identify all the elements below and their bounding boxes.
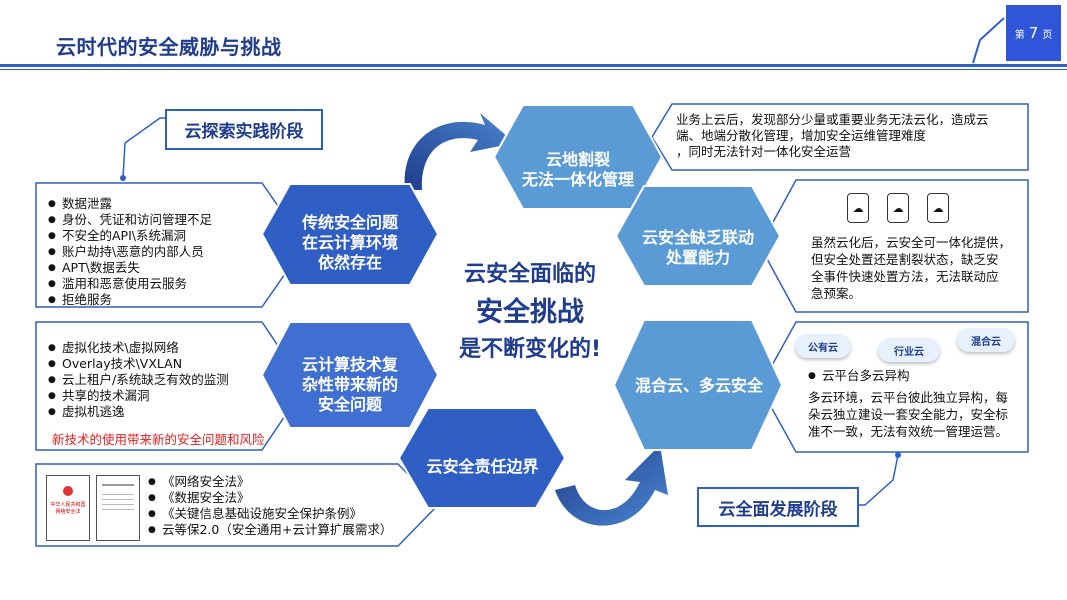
hybrid-desc-line2: 朵云独立建设一套安全能力，安全标 xyxy=(808,407,1009,422)
list-item: 虚拟机逃逸 xyxy=(48,404,229,420)
hex-traditional-line1: 传统安全问题 xyxy=(301,213,398,232)
list-item: 《关键信息基础设施安全保护条例》 xyxy=(148,506,392,522)
linkage-description: 虽然云化后，云安全可一体化提供， 但安全处置还是割裂状态，缺乏安 全事件快速处置… xyxy=(811,234,1011,302)
public-cloud-icon: 公有云 xyxy=(795,334,851,358)
list-item: 数据泄露 xyxy=(48,196,212,212)
device-cloud-icon: ☁ xyxy=(927,193,949,223)
complexity-issue-list: 虚拟化技术\虚拟网络 Overlay技术\VXLAN 云上租户/系统缺乏有效的监… xyxy=(48,340,229,420)
hex-responsibility xyxy=(397,407,567,509)
list-item: 拒绝服务 xyxy=(48,292,212,308)
hex-traditional-text: 传统安全问题 在云计算环境 依然存在 xyxy=(268,213,432,273)
header-divider xyxy=(0,64,1067,67)
hex-split-line2: 无法一体化管理 xyxy=(521,170,634,189)
list-item: 《网络安全法》 xyxy=(148,474,392,490)
header-divider-thin xyxy=(0,69,1067,70)
hex-linkage-line1: 云安全缺乏联动 xyxy=(641,228,754,247)
hex-traditional-line2: 在云计算环境 xyxy=(301,233,398,252)
hex-hybrid-text: 混合云、多云安全 xyxy=(634,376,763,395)
hex-complexity-line1: 云计算技术复 xyxy=(301,355,398,374)
device-cloud-icon: ☁ xyxy=(847,193,869,223)
hex-complexity-line3: 安全问题 xyxy=(317,395,382,414)
hex-traditional-line3: 依然存在 xyxy=(317,253,382,272)
page-number: 7 xyxy=(1028,24,1039,42)
hex-responsibility-text: 云安全责任边界 xyxy=(426,457,539,476)
linkage-desc-line4: 急预案。 xyxy=(811,286,862,301)
list-item: 云上租户/系统缺乏有效的监测 xyxy=(48,372,229,388)
top-curved-arrow xyxy=(404,113,515,190)
split-desc-line2: 端、地端分散化管理，增加安全运维管理难度 xyxy=(676,128,927,143)
stage-explore-label: 云探索实践阶段 xyxy=(165,109,323,150)
hex-hybrid xyxy=(612,319,784,451)
header-corner-decoration xyxy=(972,17,1005,64)
list-item: 虚拟化技术\虚拟网络 xyxy=(48,340,229,356)
hex-split-line1: 云地割裂 xyxy=(545,150,610,169)
bottom-curved-arrow xyxy=(555,445,668,526)
split-description: 业务上云后，发现部分少量或重要业务无法云化，造成云 端、地端分散化管理，增加安全… xyxy=(676,112,989,160)
hybrid-desc-line3: 准不一致，无法有效统一管理运营。 xyxy=(808,424,1009,439)
regulation-document-image xyxy=(96,475,140,541)
develop-connector xyxy=(858,454,899,506)
complexity-risk-note: 新技术的使用带来新的安全问题和风险 xyxy=(52,432,265,447)
list-item: 身份、凭证和访问管理不足 xyxy=(48,212,212,228)
list-item: 云平台多云异构 xyxy=(808,368,910,384)
page-number-badge: 第 7 页 xyxy=(1006,5,1061,61)
hex-linkage-text: 云安全缺乏联动 处置能力 xyxy=(620,228,776,268)
device-cloud-icon: ☁ xyxy=(887,193,909,223)
list-item: 《数据安全法》 xyxy=(148,490,392,506)
hybrid-bullet-list: 云平台多云异构 xyxy=(808,368,910,384)
list-item: 云等保2.0（安全通用+云计算扩展需求） xyxy=(148,522,392,538)
page-suffix: 页 xyxy=(1042,29,1053,41)
linkage-desc-line1: 虽然云化后，云安全可一体化提供， xyxy=(811,235,1012,250)
linkage-desc-line2: 但安全处置还是割裂状态，缺乏安 xyxy=(811,252,999,267)
list-item: 账户劫持\恶意的内部人员 xyxy=(48,244,212,260)
hex-complexity xyxy=(260,321,440,429)
split-desc-line3: ，同时无法针对一体化安全运营 xyxy=(676,144,852,159)
split-desc-line1: 业务上云后，发现部分少量或重要业务无法云化，造成云 xyxy=(676,112,989,127)
center-line1: 云安全面临的 xyxy=(463,262,596,287)
linkage-desc-line3: 全事件快速处置方法，无法联动应 xyxy=(811,269,999,284)
hybrid-cloud-icon: 混合云 xyxy=(957,328,1015,352)
list-item: 滥用和恶意使用云服务 xyxy=(48,276,212,292)
center-line3: 是不断变化的! xyxy=(458,337,602,362)
hex-linkage xyxy=(614,185,782,287)
page-prefix: 第 xyxy=(1014,29,1025,41)
center-line2: 安全挑战 xyxy=(476,297,584,328)
doc-title-line1: 中华人民共和国 xyxy=(50,502,86,508)
page-title: 云时代的安全威胁与挑战 xyxy=(56,35,282,59)
traditional-threat-list: 数据泄露 身份、凭证和访问管理不足 不安全的API\系统漏洞 账户劫持\恶意的内… xyxy=(48,196,212,308)
hybrid-desc-line1: 多云环境，云平台彼此独立异构，每 xyxy=(808,390,1009,405)
industry-cloud-icon: 行业云 xyxy=(878,338,940,362)
hex-complexity-text: 云计算技术复 杂性带来新的 安全问题 xyxy=(268,355,432,415)
hex-split-text: 云地割裂 无法一体化管理 xyxy=(500,150,656,190)
hex-linkage-line2: 处置能力 xyxy=(665,248,730,267)
hex-traditional xyxy=(260,183,440,286)
split-desc-frame xyxy=(651,103,1029,171)
list-item: 共享的技术漏洞 xyxy=(48,388,229,404)
stage-develop-label: 云全面发展阶段 xyxy=(697,487,859,527)
hex-complexity-line2: 杂性带来新的 xyxy=(301,375,398,394)
list-item: Overlay技术\VXLAN xyxy=(48,356,229,372)
national-emblem-icon xyxy=(63,486,73,496)
cybersecurity-law-document-image: 中华人民共和国 网络安全法 xyxy=(46,475,90,541)
hybrid-description: 多云环境，云平台彼此独立异构，每 朵云独立建设一套安全能力，安全标 准不一致，无… xyxy=(808,389,1008,440)
list-item: APT\数据丢失 xyxy=(48,260,212,276)
law-list: 《网络安全法》 《数据安全法》 《关键信息基础设施安全保护条例》 云等保2.0（… xyxy=(148,474,392,538)
doc-title-line2: 网络安全法 xyxy=(55,509,81,515)
list-item: 不安全的API\系统漏洞 xyxy=(48,228,212,244)
